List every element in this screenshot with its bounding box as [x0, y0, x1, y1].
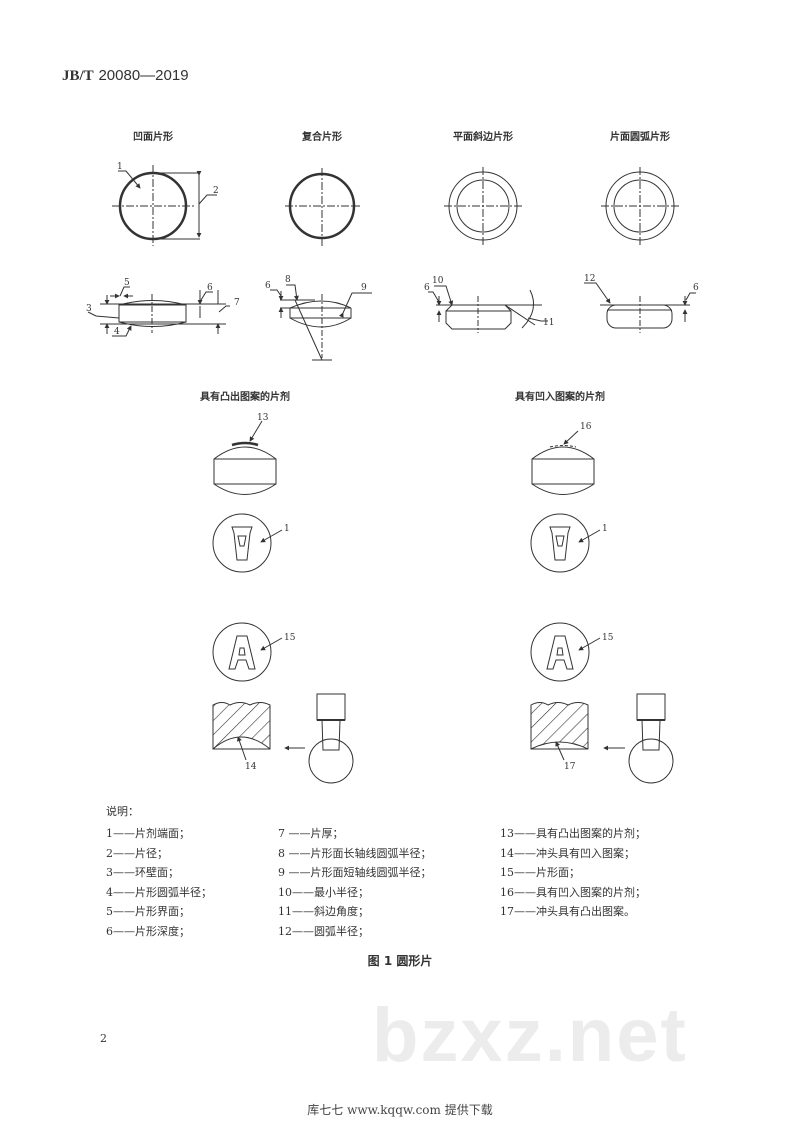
- title-debossed: 具有凹入图案的片剂: [515, 392, 605, 403]
- callout-15a: 15: [284, 633, 296, 643]
- callout-6b: 6: [265, 281, 271, 291]
- legend-item: 13——具有凸出图案的片剂；: [500, 827, 646, 840]
- compound-top-view: [285, 168, 360, 246]
- punch-section-left: [212, 693, 354, 784]
- legend-column-2: 7 ——片厚； 8 ——片形面长轴线圆弧半径； 9 ——片形面短轴线圆弧半径； …: [278, 824, 432, 941]
- legend-column-1: 1——片剂端面； 2——片径； 3——环壁面； 4——片形圆弧半径； 5——片形…: [106, 824, 212, 941]
- title-compound: 复合片形: [302, 132, 342, 143]
- callout-12: 12: [584, 274, 595, 284]
- embossed-tablet-side: [213, 420, 277, 495]
- title-flat-bevel: 平面斜边片形: [453, 132, 513, 143]
- embossed-tablet-top: [212, 513, 283, 573]
- legend-column-3: 13——具有凸出图案的片剂； 14——冲头具有凹入图案； 15——片形面； 16…: [500, 824, 646, 922]
- callout-6d: 6: [693, 283, 699, 293]
- callout-10: 10: [432, 276, 444, 286]
- legend-item: 8 ——片形面长轴线圆弧半径；: [278, 846, 432, 860]
- callout-6a: 6: [207, 283, 213, 293]
- legend-item: 12——圆弧半径；: [278, 924, 369, 938]
- flat-bevel-side-view: [428, 285, 548, 333]
- callout-11: 11: [543, 318, 554, 328]
- legend-item: 4——片形圆弧半径；: [106, 885, 212, 899]
- concave-top-view: [112, 165, 217, 246]
- technical-drawing: 1 2 3 4 5 6 7 6 8 9 10 6 11 12 6 13 16 1…: [86, 162, 699, 784]
- footer-text: 库七七 www.kqqw.com 提供下载: [307, 1103, 493, 1117]
- compound-side-view: [270, 284, 372, 361]
- legend-title: 说明：: [106, 805, 139, 818]
- legend-item: 17——冲头具有凸出图案。: [500, 905, 635, 918]
- callout-1b: 1: [284, 524, 290, 534]
- legend-item: 14——冲头具有凹入图案；: [500, 846, 635, 860]
- flat-arc-top-view: [601, 167, 679, 246]
- legend-item: 2——片径；: [106, 846, 168, 860]
- standard-code: JB/T 20080—2019: [62, 66, 189, 85]
- page-number: 2: [100, 1032, 107, 1045]
- legend-item: 15——片形面；: [500, 866, 580, 879]
- title-embossed: 具有凸出图案的片剂: [200, 392, 290, 403]
- legend-item: 5——片形界面；: [106, 905, 190, 918]
- callout-1c: 1: [602, 524, 608, 534]
- callout-7: 7: [234, 298, 240, 308]
- callout-14: 14: [245, 762, 257, 772]
- callout-17: 17: [564, 762, 576, 772]
- legend-item: 6——片形深度；: [106, 924, 190, 938]
- legend-item: 11——斜边角度；: [278, 905, 369, 918]
- callout-2: 2: [213, 186, 219, 196]
- title-flat-arc: 片面圆弧片形: [610, 132, 670, 143]
- callout-4: 4: [114, 327, 120, 337]
- punch-section-right: [530, 693, 674, 784]
- flat-bevel-top-view: [444, 167, 522, 246]
- legend-item: 7 ——片厚；: [278, 827, 344, 840]
- concave-side-view: [87, 286, 230, 337]
- callout-3: 3: [86, 304, 92, 314]
- callout-13: 13: [257, 413, 269, 423]
- debossed-face-top: [530, 622, 601, 682]
- flat-arc-side-view: [584, 282, 696, 333]
- callout-9: 9: [361, 283, 367, 293]
- legend-item: 9 ——片形面短轴线圆弧半径；: [278, 866, 432, 879]
- legend-item: 10——最小半径；: [278, 885, 369, 899]
- legend-item: 3——环壁面；: [106, 866, 179, 879]
- embossed-face-top: [212, 622, 283, 682]
- legend-item: 1——片剂端面；: [106, 827, 190, 840]
- title-concave: 凹面片形: [133, 132, 173, 143]
- callout-15b: 15: [602, 633, 614, 643]
- standard-prefix: JB/T: [62, 68, 94, 84]
- watermark: bzxz.net: [372, 993, 688, 1078]
- callout-8: 8: [285, 275, 291, 285]
- callout-16: 16: [580, 422, 592, 432]
- legend-item: 16——具有凹入图案的片剂；: [500, 885, 646, 899]
- figure-caption: 图 1 圆形片: [367, 954, 433, 968]
- debossed-tablet-top: [530, 513, 601, 573]
- callout-5: 5: [124, 278, 130, 288]
- debossed-tablet-side: [531, 430, 595, 495]
- standard-number: 20080—2019: [98, 67, 189, 84]
- callout-1: 1: [117, 162, 123, 172]
- callout-6c: 6: [424, 283, 430, 293]
